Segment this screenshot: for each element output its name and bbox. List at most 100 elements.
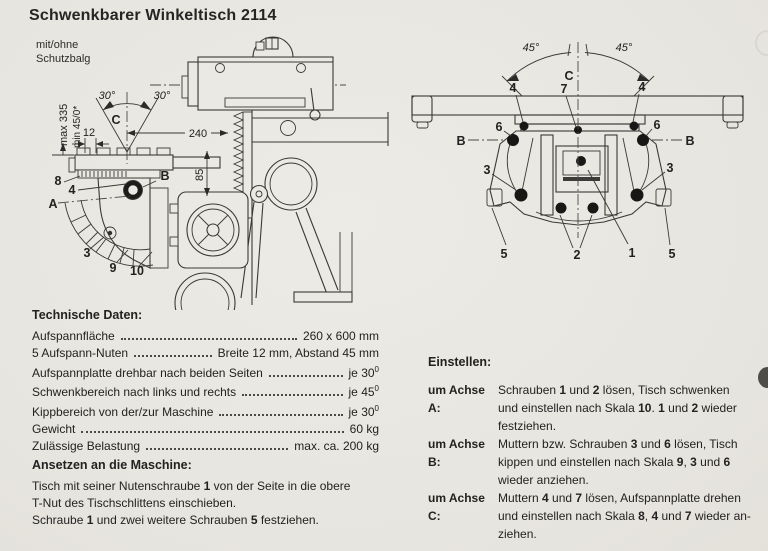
swivel-body	[97, 177, 151, 269]
table-plate	[74, 154, 174, 171]
part-label-9: 9	[110, 261, 117, 275]
page-title: Schwenkbarer Winkeltisch 2114	[29, 7, 277, 24]
dotted-leader	[81, 422, 344, 433]
claw-right	[655, 188, 672, 207]
right-technical-drawing: 45° 45° C 4 7 4 6 6 B B 3 3 5 5 2 1	[411, 42, 744, 262]
swivel-arc-outer	[64, 202, 154, 267]
angle-30-right-label: 30°	[154, 90, 171, 102]
angle-table-side-view	[64, 147, 249, 269]
axis-label-b-right: B	[685, 134, 694, 148]
part-label-5-right: 5	[669, 247, 676, 261]
part-label-5-left: 5	[501, 247, 508, 261]
text-line: Tisch mit seiner Nutenschraube 1 von der…	[32, 479, 351, 493]
clamp	[252, 36, 294, 58]
part-label-3-left: 3	[484, 163, 491, 177]
part-label-4-right: 4	[639, 80, 646, 94]
axis-label-b-left: B	[456, 134, 465, 148]
dim-12-label: 12	[83, 127, 95, 139]
part-label-8: 8	[55, 174, 62, 188]
part-label-6-left: 6	[496, 120, 503, 134]
angle-45-left-label: 45°	[523, 42, 540, 54]
text-line: ziehen.	[498, 527, 537, 541]
adjustment-entry: um Achse B: Muttern bzw. Schrauben 3 und …	[428, 435, 765, 489]
part-label-4-left: 4	[510, 81, 517, 95]
text-line: und einstellen nach Skala 8, 4 und 7 wie…	[498, 509, 751, 523]
mounting-section: Ansetzen an die Maschine: Tisch mit sein…	[32, 458, 384, 529]
left-technical-drawing: 30° 30° C 12 240 85 max 335 min 45/0* 8 …	[48, 36, 389, 310]
dotted-leader	[134, 346, 212, 357]
axes-and-dimensions	[52, 92, 228, 267]
dotted-leader	[268, 366, 343, 377]
screw-3	[103, 226, 117, 240]
technical-data-heading: Technische Daten:	[32, 308, 143, 322]
part-label-7: 7	[561, 82, 568, 96]
part-label-3-right: 3	[667, 161, 674, 175]
dim-85-label: 85	[194, 169, 206, 181]
mounting-text: Tisch mit seiner Nutenschraube 1 von der…	[32, 478, 384, 529]
swivel-arc-inner	[80, 199, 151, 251]
part-label-4: 4	[69, 183, 76, 197]
table-bar	[411, 95, 744, 116]
swivel-fan	[501, 43, 655, 97]
angle-45-right-label: 45°	[616, 42, 633, 54]
punch-hole-bottom	[758, 367, 768, 388]
dim-240-label: 240	[189, 128, 207, 140]
part-label-10: 10	[130, 264, 144, 278]
subtitle-line-2: Schutzbalg	[36, 53, 91, 65]
axis-term: um Achse B:	[428, 437, 485, 469]
text-line: wieder anziehen.	[498, 473, 589, 487]
bolts	[507, 121, 649, 214]
subtitle-line-1: mit/ohne	[36, 39, 79, 51]
adjustment-entry: um Achse C:Muttern 4 und 7 lösen, Aufspa…	[428, 489, 765, 543]
cradle-body	[489, 130, 667, 226]
text-line: T-Nut des Tischschlittens einschieben.	[32, 496, 237, 510]
swivel-plate	[514, 114, 646, 125]
pivot-bolt-b	[123, 180, 143, 200]
angle-30-left-label: 30°	[99, 90, 116, 102]
axis-label-c: C	[564, 69, 573, 83]
adjustment-heading: Einstellen:	[428, 355, 492, 369]
axis-label-a: A	[48, 197, 57, 211]
dotted-leader	[146, 439, 289, 450]
axis-term: um Achse A:	[428, 383, 485, 415]
text-line: Muttern bzw. Schrauben 3 und 6 lösen, Ti…	[498, 437, 738, 451]
punch-hole-top	[755, 30, 768, 56]
dim-max-335-label: max 335	[58, 104, 70, 146]
text-line: kippen und einstellen nach Skala 9, 3 un…	[498, 455, 731, 469]
part-label-1: 1	[629, 246, 636, 260]
axis-a-line	[57, 195, 131, 204]
subtitle: mit/ohne Schutzbalg	[36, 38, 90, 66]
tech-data-row: Aufspannplatte drehbar nach beiden Seite…	[32, 364, 379, 380]
dotted-leader	[120, 329, 297, 340]
part-label-6-right: 6	[654, 118, 661, 132]
lower-handwheel	[174, 272, 236, 310]
text-line: festziehen.	[498, 419, 557, 433]
axis-label-c: C	[111, 113, 120, 127]
mounting-heading: Ansetzen an die Maschine:	[32, 458, 192, 472]
dim-min-45-label: min 45/0*	[72, 106, 83, 148]
adjustment-entry: um Achse A: Schrauben 1 und 2 lösen, Tisc…	[428, 381, 765, 435]
bellows	[149, 187, 169, 269]
part-label-2: 2	[574, 248, 581, 262]
text-line: Schraube 1 und zwei weitere Schrauben 5 …	[32, 513, 319, 527]
text-line: Muttern 4 und 7 lösen, Aufspannplatte dr…	[498, 491, 741, 505]
dotted-leader	[219, 406, 343, 417]
part-label-3: 3	[84, 246, 91, 260]
table-front-view	[411, 42, 744, 238]
machine-boss	[264, 157, 318, 211]
text-line: Schrauben 1 und 2 lösen, Tisch schwenken	[498, 383, 730, 397]
text-line: und einstellen nach Skala 10. 1 und 2 wi…	[498, 401, 737, 415]
machine-column	[150, 36, 389, 310]
axis-label-b: B	[160, 169, 169, 183]
handwheel	[186, 203, 240, 257]
claw-left	[486, 188, 503, 207]
leader-lines	[491, 93, 671, 249]
